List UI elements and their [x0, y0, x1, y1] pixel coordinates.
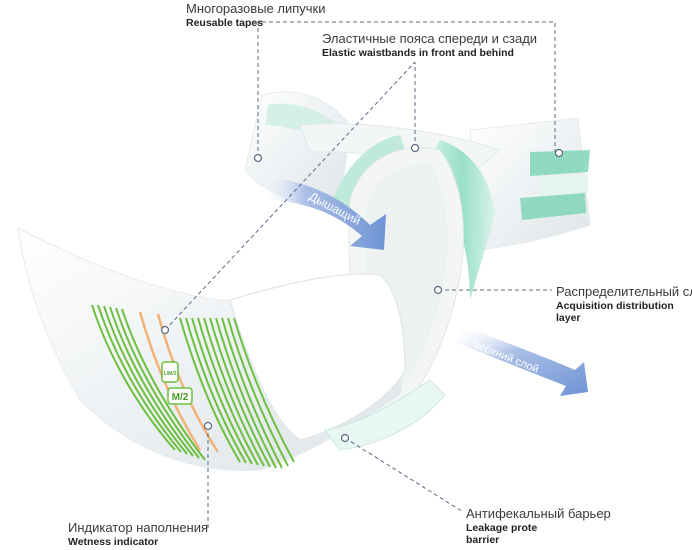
- mini-badge: L/M/2: [164, 371, 177, 377]
- callout-acquisition: Распределительный сл Acquisition distrib…: [556, 284, 692, 324]
- reusable-tapes-en: Reusable tapes: [186, 16, 264, 29]
- dot-reusable-left: [253, 153, 263, 163]
- leakage-en-2: barrier: [466, 534, 500, 546]
- callout-waistbands: Эластичные пояса спереди и сзади Elastic…: [322, 31, 538, 59]
- dot-reusable-right: [554, 148, 564, 158]
- breathable-arrow: [262, 178, 386, 250]
- right-tape-pad: [538, 174, 588, 196]
- callout-leakage: Антифекальный барьер Leakage prote barri…: [466, 506, 611, 546]
- leakage-en-1: Leakage prote: [466, 521, 538, 534]
- dot-leakage: [340, 433, 350, 443]
- wetness-en: Wetness indicator: [68, 535, 159, 548]
- acquisition-ru: Распределительный сл: [556, 284, 692, 299]
- acquisition-en-1: Acquisition distribution: [556, 299, 674, 312]
- dot-waistband: [410, 143, 420, 153]
- top-layer-arrow: [458, 325, 588, 396]
- callout-reusable-tapes: Многоразовые липучки Reusable tapes: [186, 1, 326, 29]
- callout-wetness: Индикатор наполнения Wetness indicator: [68, 520, 209, 548]
- size-badge-box: [167, 387, 193, 405]
- reusable-tapes-ru: Многоразовые липучки: [186, 1, 326, 16]
- waistbands-en: Elastic waistbands in front and behind: [322, 46, 514, 59]
- green-stripes: [91, 304, 295, 469]
- waistbands-ru: Эластичные пояса спереди и сзади: [322, 31, 538, 46]
- dot-breathable: [160, 325, 170, 335]
- front-waist-panel: [229, 273, 406, 441]
- right-tape-upper: [530, 150, 590, 176]
- size-badge: M/2: [172, 392, 189, 403]
- acquisition-en-2: layer: [556, 312, 581, 324]
- mini-badge-box: [161, 361, 179, 383]
- leakage-cuff: [324, 379, 446, 451]
- dot-acquisition: [433, 285, 443, 295]
- wetness-ru: Индикатор наполнения: [68, 520, 209, 535]
- right-tape-lower: [520, 193, 586, 220]
- leakage-ru: Антифекальный барьер: [466, 506, 611, 521]
- dot-wetness: [203, 421, 213, 431]
- callout-dots: [160, 143, 564, 443]
- callout-lines: [164, 21, 556, 528]
